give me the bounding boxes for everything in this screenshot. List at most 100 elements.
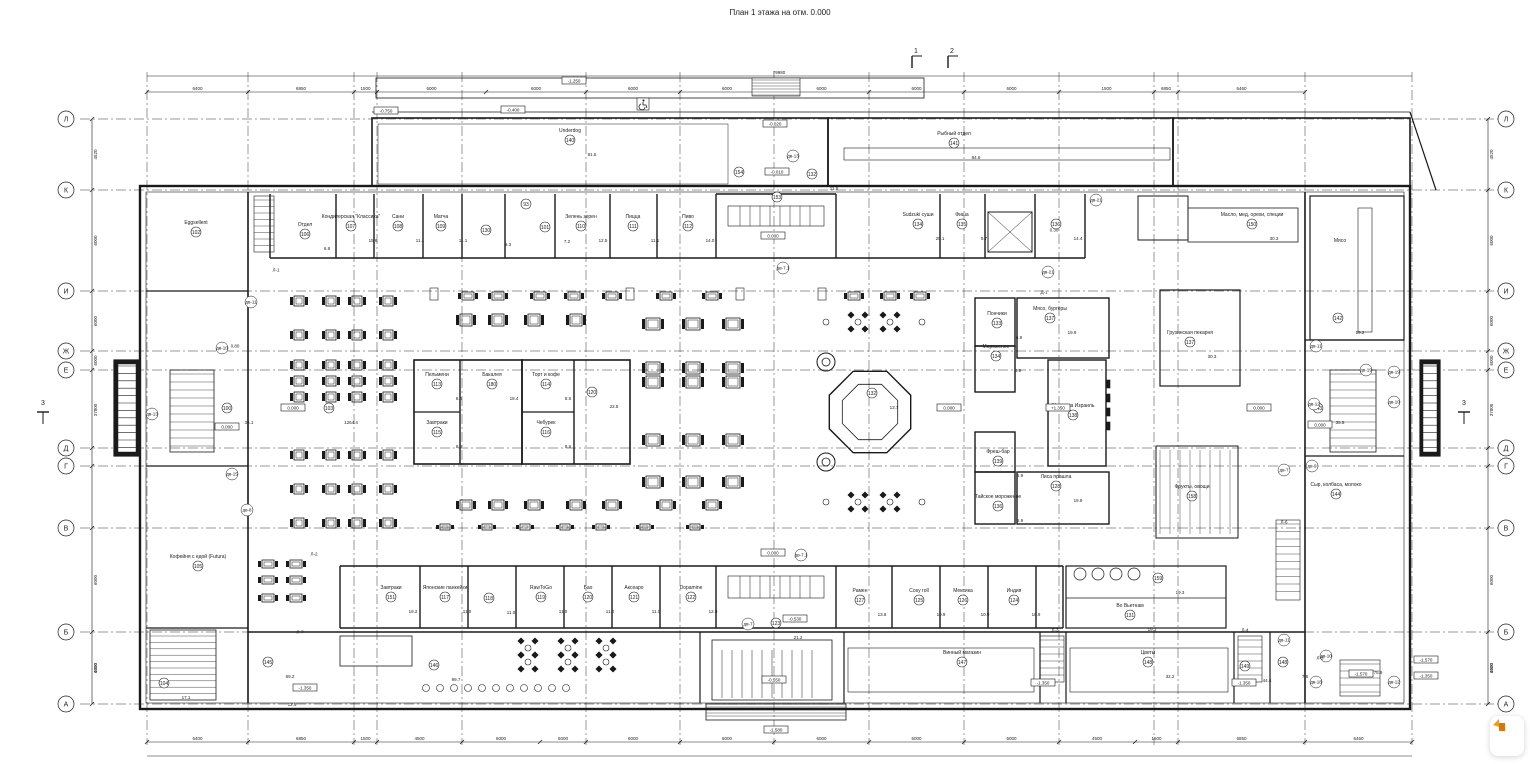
- chair: [348, 451, 351, 459]
- table-top: [459, 499, 473, 511]
- pillar: [625, 287, 635, 301]
- room-number: 132: [808, 172, 817, 178]
- column-round-inner: [821, 357, 831, 367]
- top_dims-value: 6460: [1236, 86, 1247, 91]
- row-dim-left: 6000: [93, 315, 98, 326]
- chair: [348, 331, 351, 339]
- chair: [609, 651, 617, 659]
- top_dims-value: 6000: [911, 86, 922, 91]
- room-name: Пицца: [626, 214, 641, 220]
- room-number: 134: [992, 354, 1001, 360]
- table-top: [382, 329, 394, 341]
- door-bubble: [1387, 365, 1401, 379]
- chair: [642, 319, 645, 329]
- room-area: 11.1: [416, 238, 425, 243]
- level-mark: 0.000: [936, 403, 962, 412]
- door-tag: дв-13: [786, 149, 799, 163]
- chair: [379, 485, 382, 493]
- bottom_dims-value: 6460: [1353, 736, 1364, 741]
- table-top: [293, 517, 305, 529]
- pillar: [429, 287, 439, 301]
- table: [348, 295, 366, 307]
- top_dims-value: 1500: [1101, 86, 1112, 91]
- table-inner: [647, 319, 659, 329]
- axis-bubble: Б: [57, 623, 75, 641]
- axis-label: Д: [1504, 446, 1509, 453]
- level-box: [500, 105, 526, 114]
- chair: [741, 319, 744, 329]
- door-tag-text: дв-15: [226, 472, 238, 477]
- table-inner: [353, 451, 361, 459]
- walls: [113, 77, 1441, 721]
- table: [348, 375, 366, 387]
- counter-146: [339, 635, 413, 667]
- table: [322, 517, 340, 529]
- room-name: Рыбный отдел: [937, 130, 971, 137]
- room-number: 143: [1314, 406, 1323, 412]
- table-top: [605, 499, 619, 511]
- table: [488, 499, 508, 511]
- door-bubble: [1309, 675, 1323, 689]
- axis-circle: [57, 110, 75, 128]
- chair: [275, 595, 278, 601]
- level-box: [1413, 671, 1439, 680]
- table-inner: [295, 519, 303, 527]
- table-top: [351, 295, 363, 307]
- table-inner: [384, 485, 392, 493]
- level-box: [761, 675, 787, 684]
- table-inner: [384, 297, 392, 305]
- table-top: [293, 359, 305, 371]
- room-number-bubble: [439, 591, 451, 603]
- axis-bubble: Ж: [57, 342, 75, 360]
- level-mark: -0.020: [762, 119, 788, 128]
- chair: [394, 297, 397, 305]
- top_dims-value: 6000: [1006, 86, 1017, 91]
- table-inner: [327, 297, 335, 305]
- room-number: 121: [630, 595, 639, 601]
- room-name: Бао: [584, 585, 593, 591]
- column-round: [816, 452, 836, 472]
- room-name: Кондитерская "Классика": [322, 214, 381, 220]
- level-box: [760, 231, 786, 240]
- room-area: 6.9: [1016, 335, 1023, 340]
- table-top: [289, 559, 303, 569]
- door-bubble: [1387, 395, 1401, 409]
- room-number-bubble: [1067, 409, 1079, 421]
- top_dims-value: 6000: [722, 86, 733, 91]
- room-number: 153: [773, 195, 782, 201]
- level-box: [1231, 678, 1257, 687]
- table-inner: [571, 501, 581, 509]
- room-number-bubble: [1330, 488, 1342, 500]
- door-bubble: [225, 467, 239, 481]
- axis-label: Ж: [63, 349, 70, 356]
- table: [566, 313, 586, 327]
- app-badge[interactable]: [1490, 716, 1524, 756]
- chair: [702, 293, 705, 299]
- door-tags: дв-13дв-7.1дв-7.1дв-21дв-21дв-11дв-10дв-…: [145, 149, 1401, 689]
- level-value: -0.400: [507, 108, 520, 113]
- table-center: [854, 318, 862, 326]
- table: [379, 517, 397, 529]
- bottom_dims-value: 6000: [722, 736, 733, 741]
- axis-label: К: [64, 188, 69, 195]
- room-number: 159: [1154, 576, 1163, 582]
- level-mark: -0.400: [500, 105, 526, 114]
- room-name: Торт и кофе: [532, 372, 560, 378]
- table-inner: [327, 519, 335, 527]
- row-dim-right: 6000: [1489, 235, 1494, 246]
- star-table: [879, 491, 901, 513]
- table-top: [325, 375, 337, 387]
- room-number-bubble: [771, 191, 783, 203]
- room-number-bubble: [806, 168, 818, 180]
- chair: [602, 293, 605, 299]
- room-area: 13.8: [878, 612, 887, 617]
- level-value: -1.350: [1420, 674, 1433, 679]
- room-number-bubble: [480, 224, 492, 236]
- dim-tick: [1132, 739, 1138, 745]
- chair: [337, 297, 340, 305]
- level-mark: -0.010: [764, 167, 790, 176]
